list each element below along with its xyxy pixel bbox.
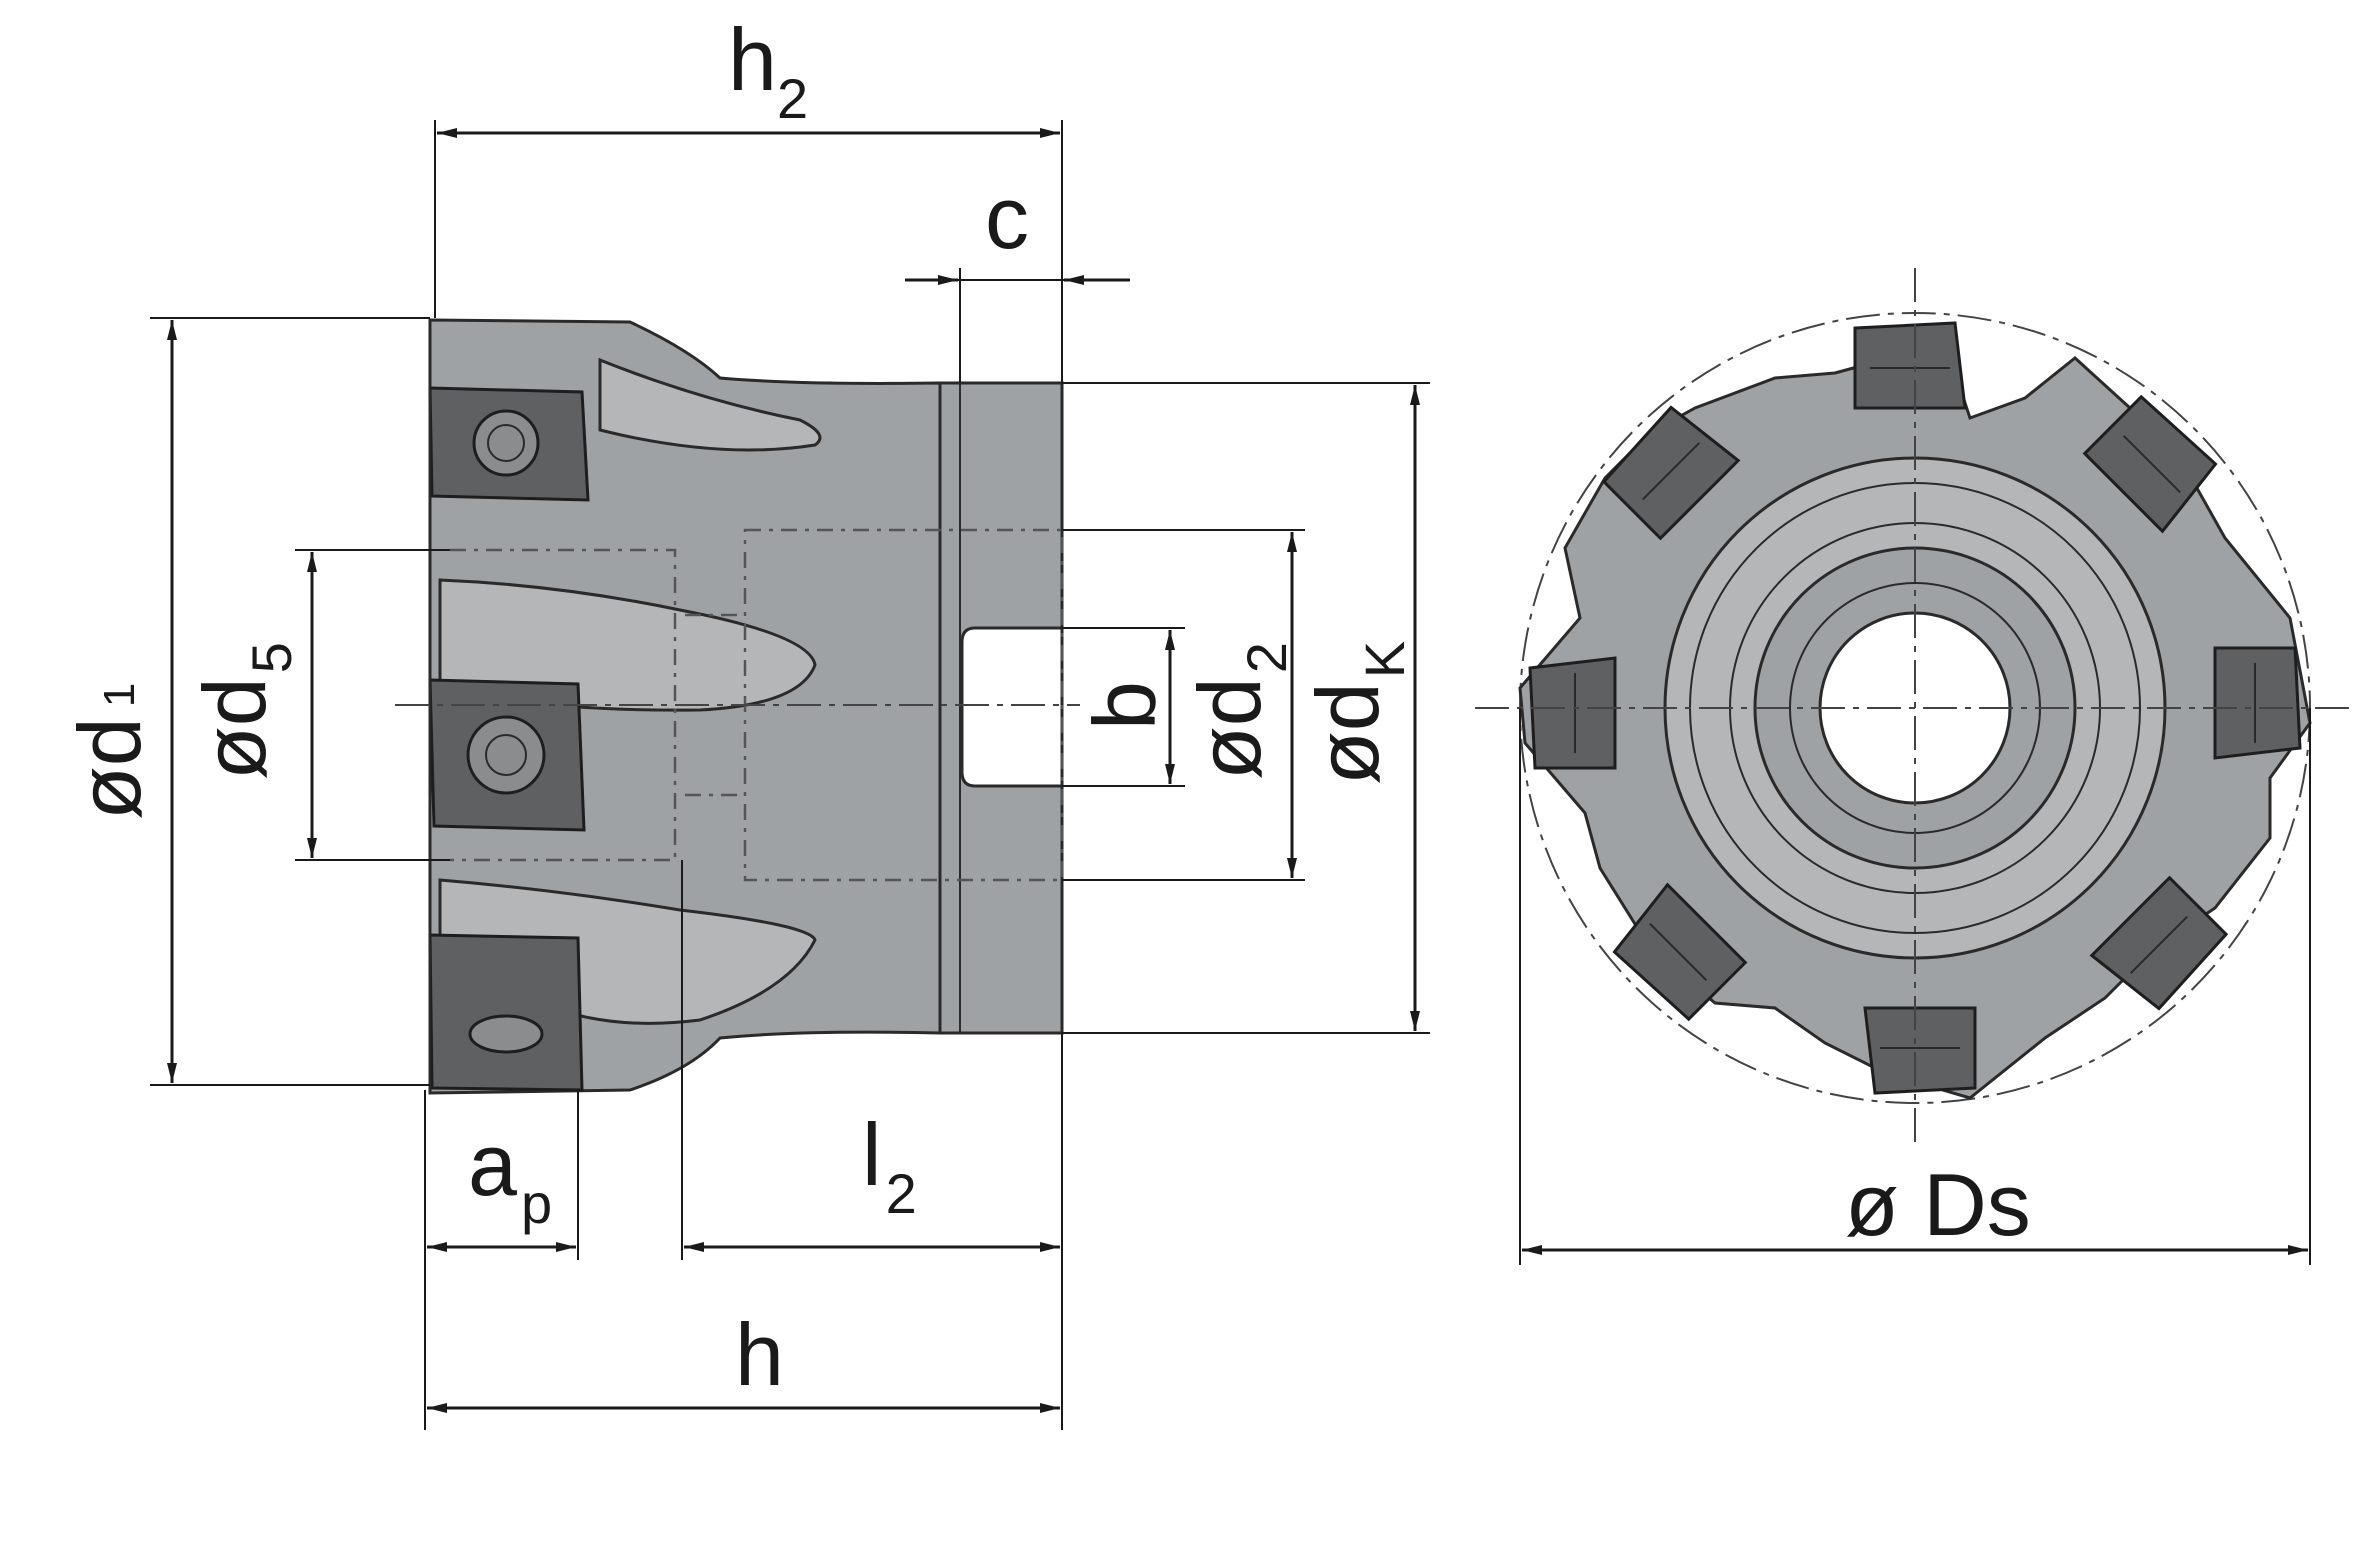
label-d2: ød2 bbox=[1180, 642, 1298, 780]
label-h: h bbox=[735, 1305, 784, 1404]
drive-slot bbox=[960, 626, 1064, 788]
insert-middle bbox=[428, 678, 586, 832]
label-dK: ødK bbox=[1298, 641, 1416, 785]
label-l2: l2 bbox=[862, 1105, 917, 1225]
insert-top bbox=[428, 386, 590, 502]
side-view bbox=[395, 318, 1080, 1095]
front-view bbox=[1475, 268, 2355, 1148]
label-d1: ød1 bbox=[60, 683, 159, 820]
label-c: c bbox=[985, 168, 1029, 267]
flute-top bbox=[598, 357, 822, 452]
side-view-dimensions: h2 c ød1 ød5 b ød2 ødK bbox=[60, 10, 1430, 1430]
label-h2: h2 bbox=[728, 10, 808, 130]
insert-bottom bbox=[428, 933, 584, 1092]
label-ap: ap bbox=[468, 1115, 552, 1235]
front-inserts bbox=[1528, 321, 2302, 1095]
label-Ds: ø Ds bbox=[1845, 1155, 2031, 1254]
front-view-dimensions: ø Ds bbox=[1519, 708, 2311, 1265]
label-b: b bbox=[1075, 681, 1174, 730]
label-d5: ød5 bbox=[185, 642, 303, 780]
